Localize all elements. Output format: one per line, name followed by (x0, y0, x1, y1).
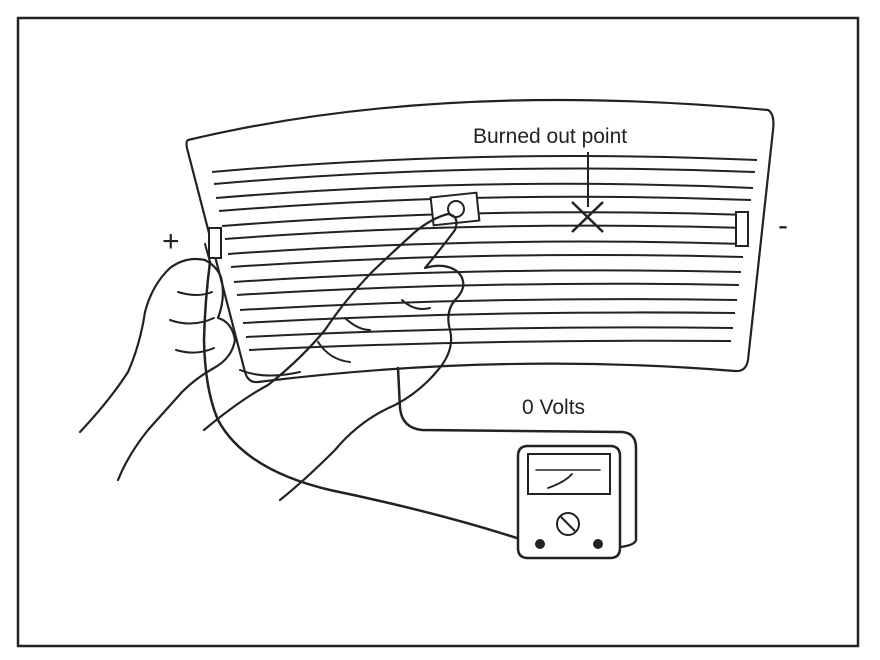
left-hand-illustration (78, 243, 237, 482)
positive-sign-label: + (162, 225, 180, 258)
meter-display (527, 453, 611, 495)
negative-sign-label: - (778, 209, 788, 242)
burned-out-point-label: Burned out point (473, 125, 627, 148)
right-hand-illustration (202, 212, 465, 502)
voltage-reading-label: 0 Volts (522, 396, 585, 419)
figure-frame (16, 16, 860, 648)
test-probe-on-grid (429, 191, 481, 227)
burned-out-point-marker (571, 152, 604, 233)
rear-window-glass (185, 98, 775, 384)
positive-terminal (208, 227, 222, 259)
meter-jack-positive (593, 539, 603, 549)
defogger-grid-lines (211, 155, 758, 351)
voltmeter (516, 444, 622, 560)
meter-jack-negative (535, 539, 545, 549)
test-leads (202, 260, 638, 550)
meter-needle (547, 473, 573, 489)
negative-terminal (735, 211, 749, 247)
